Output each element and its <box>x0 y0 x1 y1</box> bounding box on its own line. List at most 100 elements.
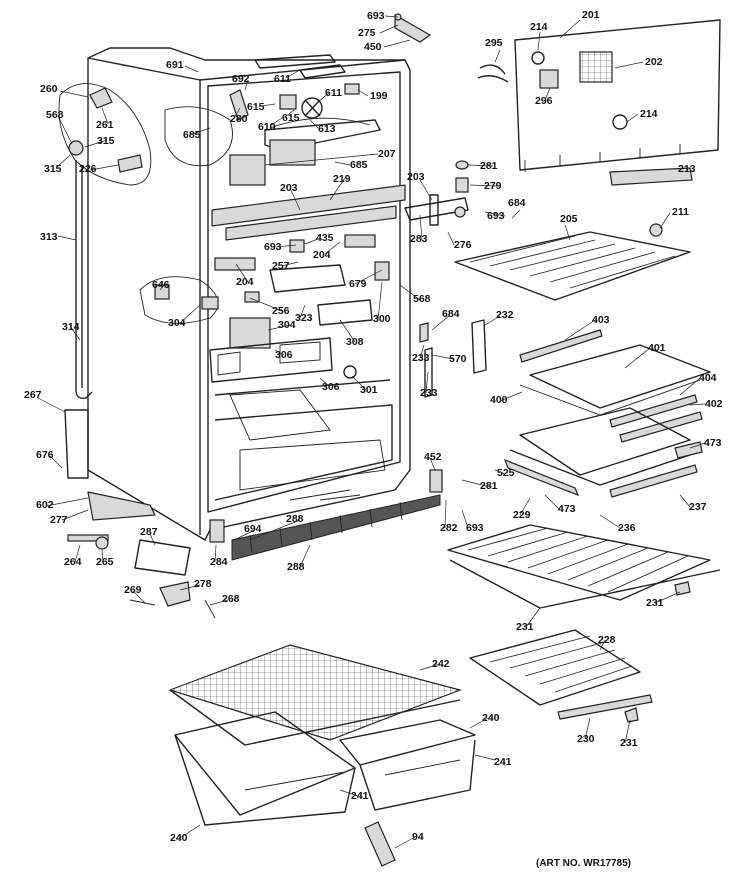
callout: 233 <box>412 352 430 364</box>
drawer-bracket <box>364 821 396 867</box>
callout: 211 <box>672 206 689 218</box>
callout: 615 <box>282 112 300 124</box>
callout: 568 <box>46 109 64 121</box>
callout: 233 <box>420 387 438 399</box>
control-parts <box>139 54 390 383</box>
callout: 402 <box>705 398 723 410</box>
evaporator-cover <box>394 13 721 186</box>
callout: 282 <box>440 522 458 534</box>
crisper-drawer-right <box>339 719 476 811</box>
callout: 256 <box>272 305 290 317</box>
callout: 525 <box>497 467 515 479</box>
callout: 231 <box>516 621 534 633</box>
callout: 452 <box>424 451 442 463</box>
callout: 570 <box>449 353 467 365</box>
freezer-wire-shelf <box>454 231 691 301</box>
callout: 231 <box>620 737 638 749</box>
callout: 295 <box>485 37 503 49</box>
callout: 275 <box>358 27 376 39</box>
crisper-shelf-wire <box>469 629 653 723</box>
callout: 277 <box>50 514 68 526</box>
callout: 203 <box>280 182 298 194</box>
callout: 568 <box>413 293 431 305</box>
callout: 685 <box>350 159 368 171</box>
callout: 288 <box>287 561 305 573</box>
callout: 615 <box>247 101 265 113</box>
callout: 199 <box>370 90 388 102</box>
callout: 94 <box>412 831 424 843</box>
left-side-parts <box>58 83 216 619</box>
shelf-brackets <box>419 319 487 398</box>
callout: 283 <box>410 233 428 245</box>
hinge-parts <box>404 160 663 237</box>
callout: 284 <box>210 556 228 568</box>
cabinet-shell <box>87 47 411 541</box>
callout: 237 <box>689 501 707 513</box>
callout: 236 <box>618 522 636 534</box>
grille <box>209 469 443 561</box>
callout: 264 <box>64 556 82 568</box>
callout-labels: 693 275 450 201 214 295 202 296 214 281 … <box>24 9 723 844</box>
callout: 228 <box>598 634 616 646</box>
callout: 473 <box>558 503 576 515</box>
callout: 404 <box>699 372 717 384</box>
callout: 610 <box>258 121 276 133</box>
callout: 692 <box>232 73 250 85</box>
callout: 694 <box>244 523 262 535</box>
callout: 214 <box>530 21 548 33</box>
mullion-rails <box>211 184 406 241</box>
callout: 261 <box>96 119 114 131</box>
callout: 306 <box>322 381 340 393</box>
callout: 226 <box>79 163 97 175</box>
callout: 232 <box>496 309 514 321</box>
callout: 679 <box>349 278 367 290</box>
callout: 242 <box>432 658 450 670</box>
callout: 300 <box>373 313 391 325</box>
callout: 241 <box>351 790 369 802</box>
crisper-cover <box>168 644 462 746</box>
callout: 230 <box>577 733 595 745</box>
art-number: (ART NO. WR17785) <box>536 858 631 869</box>
callout: 204 <box>313 249 331 261</box>
fresh-food-wire-shelf <box>447 524 721 609</box>
callout: 219 <box>333 173 351 185</box>
callout: 203 <box>407 171 425 183</box>
callout: 304 <box>278 319 296 331</box>
callout: 240 <box>170 832 188 844</box>
callout: 611 <box>274 73 291 85</box>
callout: 602 <box>36 499 54 511</box>
callout: 269 <box>124 584 142 596</box>
callout: 207 <box>378 148 396 160</box>
callout: 257 <box>272 260 290 272</box>
callout: 304 <box>168 317 186 329</box>
callout: 268 <box>222 593 240 605</box>
callout: 213 <box>678 163 696 175</box>
callout: 691 <box>166 59 184 71</box>
crisper-drawer-left <box>174 711 356 826</box>
callout: 278 <box>194 578 212 590</box>
callout: 296 <box>535 95 553 107</box>
callout: 241 <box>494 756 512 768</box>
callout: 684 <box>442 308 460 320</box>
callout: 205 <box>560 213 578 225</box>
callout: 201 <box>582 9 600 21</box>
callout: 231 <box>646 597 664 609</box>
callout: 240 <box>482 712 500 724</box>
callout: 267 <box>24 389 42 401</box>
callout: 693 <box>487 210 505 222</box>
callout: 646 <box>152 279 170 291</box>
callout: 260 <box>40 83 58 95</box>
callout: 613 <box>318 123 336 135</box>
callout: 204 <box>236 276 254 288</box>
callout: 400 <box>490 394 508 406</box>
callout: 693 <box>466 522 484 534</box>
callout: 435 <box>316 232 334 244</box>
callout: 301 <box>360 384 378 396</box>
callout: 401 <box>648 342 666 354</box>
callout: 676 <box>36 449 54 461</box>
callout: 473 <box>704 437 722 449</box>
callout: 287 <box>140 526 158 538</box>
callout: 229 <box>513 509 531 521</box>
callout: 280 <box>230 113 248 125</box>
